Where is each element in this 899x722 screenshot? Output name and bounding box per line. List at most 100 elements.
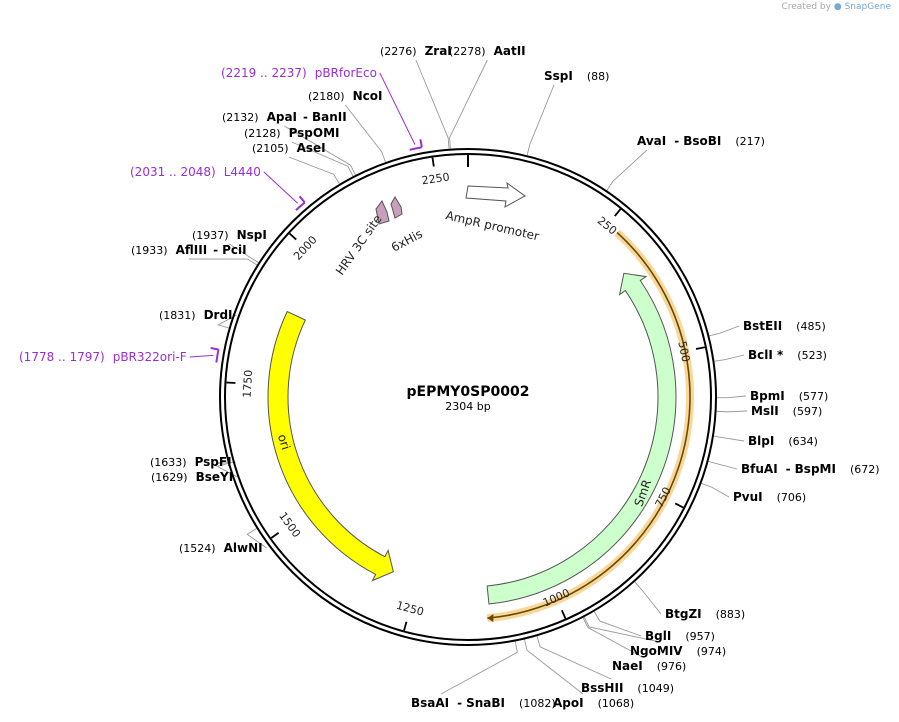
primer-name: pBRforEco — [315, 66, 377, 80]
site-zrai[interactable]: (2276)ZraI — [380, 44, 452, 58]
site-label[interactable]: (2278)AatII — [449, 44, 526, 58]
site-label[interactable]: BpmI(577) — [750, 389, 828, 403]
site-pvui[interactable]: PvuI(706) — [733, 490, 806, 504]
site-btgzi[interactable]: BtgZI(883) — [665, 607, 745, 621]
site-leader-line — [526, 84, 555, 156]
site-leader-line — [709, 325, 740, 337]
feature-ori-arrow[interactable] — [267, 310, 394, 582]
site-label[interactable]: BfuAI-BspMI(672) — [741, 462, 880, 476]
site-ncoi[interactable]: (2180)NcoI — [308, 89, 382, 103]
site-label[interactable]: (1937)NspI — [192, 228, 267, 242]
primer-label[interactable]: (1778 .. 1797)pBR322ori-F — [19, 350, 187, 364]
site-pspomi[interactable]: (2128)PspOMI — [244, 126, 340, 140]
site-label[interactable]: BstEII(485) — [743, 319, 826, 333]
site-apoi[interactable]: ApoI(1068) — [553, 696, 634, 710]
site-blpi[interactable]: BlpI(634) — [748, 434, 818, 448]
site-separator: - — [213, 243, 218, 257]
site-pspfi[interactable]: (1633)PspFI — [150, 455, 232, 469]
feature-ampr-promoter-arrow[interactable] — [465, 181, 526, 208]
site-msli[interactable]: MslI(597) — [751, 404, 822, 418]
site-drdi[interactable]: (1831)DrdI — [159, 308, 233, 322]
site-label[interactable]: (2132)ApaI-BanII — [222, 110, 347, 124]
site-position: (1082) — [519, 697, 556, 710]
site-ngomiv[interactable]: NgoMIV(974) — [630, 644, 726, 658]
site-label[interactable]: BclI *(523) — [748, 348, 827, 362]
site-bsteii[interactable]: BstEII(485) — [743, 319, 826, 333]
tick-mark — [288, 232, 297, 241]
site-label[interactable]: MslI(597) — [751, 404, 822, 418]
site-label[interactable]: AvaI-BsoBI(217) — [637, 134, 765, 148]
site-label[interactable]: SspI(88) — [544, 69, 609, 83]
site-label[interactable]: BglI(957) — [645, 629, 715, 643]
site-bseyi[interactable]: (1629)BseYI — [151, 470, 233, 484]
site-afliii[interactable]: (1933)AflIII-PciI — [131, 243, 247, 257]
site-name: NgoMIV — [630, 644, 683, 658]
watermark-brand: SnapGene — [844, 2, 891, 12]
primer-pbrforeco[interactable]: (2219 .. 2237) pBRforEco — [221, 66, 423, 151]
tick-mark — [674, 502, 684, 509]
site-leader-line — [291, 141, 354, 177]
site-name-2: BsoBI — [683, 134, 721, 148]
site-position: (217) — [735, 135, 765, 148]
primer-range: (2219 .. 2237) — [221, 66, 307, 80]
backbone-ring — [219, 148, 717, 646]
primer-leader-line — [189, 354, 214, 358]
site-bfuai[interactable]: BfuAI-BspMI(672) — [741, 462, 880, 476]
feature-6xhis[interactable]: 6xHis — [389, 196, 425, 255]
site-position: (706) — [777, 491, 807, 504]
site-label[interactable]: NgoMIV(974) — [630, 644, 726, 658]
snapgene-watermark: Created by ● SnapGene — [781, 2, 891, 12]
site-label[interactable]: BlpI(634) — [748, 434, 818, 448]
primer-range: (2031 .. 2048) — [130, 165, 216, 179]
site-bcli[interactable]: BclI *(523) — [748, 348, 827, 362]
site-label[interactable]: (1629)BseYI — [151, 470, 233, 484]
site-label[interactable]: NaeI(976) — [612, 659, 686, 673]
feature-ampr-promoter-label: AmpR promoter — [444, 208, 540, 243]
site-avai[interactable]: AvaI-BsoBI(217) — [637, 134, 765, 148]
primer-l4440[interactable]: (2031 .. 2048)L4440 — [130, 165, 306, 211]
site-leader-line — [583, 617, 661, 643]
site-bgli[interactable]: BglI(957) — [645, 629, 715, 643]
site-apai[interactable]: (2132)ApaI-BanII — [222, 110, 347, 124]
site-label[interactable]: ApoI(1068) — [553, 696, 634, 710]
site-label[interactable]: PvuI(706) — [733, 490, 806, 504]
leader-lines — [188, 59, 748, 695]
site-leader-line — [708, 461, 738, 470]
site-labels[interactable]: SspI(88)AvaI-BsoBI(217)BstEII(485)BclI *… — [131, 44, 880, 710]
site-label[interactable]: BssHII(1049) — [581, 681, 674, 695]
site-sspi[interactable]: SspI(88) — [544, 69, 609, 83]
feature-ori-label: ori — [275, 432, 293, 451]
site-nspi[interactable]: (1937)NspI — [192, 228, 267, 242]
feature-hrv-3c-site[interactable]: HRV 3C site — [333, 200, 390, 278]
site-position: (1049) — [637, 682, 674, 695]
tick-label: 1250 — [395, 599, 425, 619]
site-label[interactable]: (2180)NcoI — [308, 89, 382, 103]
primer-label[interactable]: (2219 .. 2237) pBRforEco — [221, 66, 377, 80]
site-aatii[interactable]: (2278)AatII — [449, 44, 526, 58]
site-label[interactable]: (1831)DrdI — [159, 308, 233, 322]
feature-smr-arrow[interactable] — [486, 272, 677, 605]
site-leader-line — [449, 59, 488, 149]
site-label[interactable]: BsaAI-SnaBI(1082) — [411, 696, 556, 710]
site-alwni[interactable]: (1524)AlwNI — [179, 541, 263, 555]
site-label[interactable]: (1633)PspFI — [150, 455, 232, 469]
site-bsaai[interactable]: BsaAI-SnaBI(1082) — [411, 696, 556, 710]
site-label[interactable]: (2105)AseI — [252, 141, 326, 155]
site-label[interactable]: (2276)ZraI — [380, 44, 452, 58]
site-asei[interactable]: (2105)AseI — [252, 141, 326, 155]
orf-highlight — [486, 229, 694, 623]
site-name: PspFI — [195, 455, 232, 469]
feature-hrv-3c-site-arrow[interactable] — [375, 200, 390, 225]
feature-ampr-promoter[interactable]: AmpR promoter — [444, 181, 540, 243]
site-label[interactable]: BtgZI(883) — [665, 607, 745, 621]
site-separator: - — [674, 134, 679, 148]
site-bsshii[interactable]: BssHII(1049) — [581, 681, 674, 695]
primer-pbr322ori-f[interactable]: (1778 .. 1797)pBR322ori-F — [19, 347, 220, 364]
site-label[interactable]: (2128)PspOMI — [244, 126, 340, 140]
site-naei[interactable]: NaeI(976) — [612, 659, 686, 673]
primer-label[interactable]: (2031 .. 2048)L4440 — [130, 165, 261, 179]
site-label[interactable]: (1933)AflIII-PciI — [131, 243, 247, 257]
feature-6xhis-arrow[interactable] — [390, 196, 403, 219]
site-bpmi[interactable]: BpmI(577) — [750, 389, 828, 403]
site-label[interactable]: (1524)AlwNI — [179, 541, 263, 555]
